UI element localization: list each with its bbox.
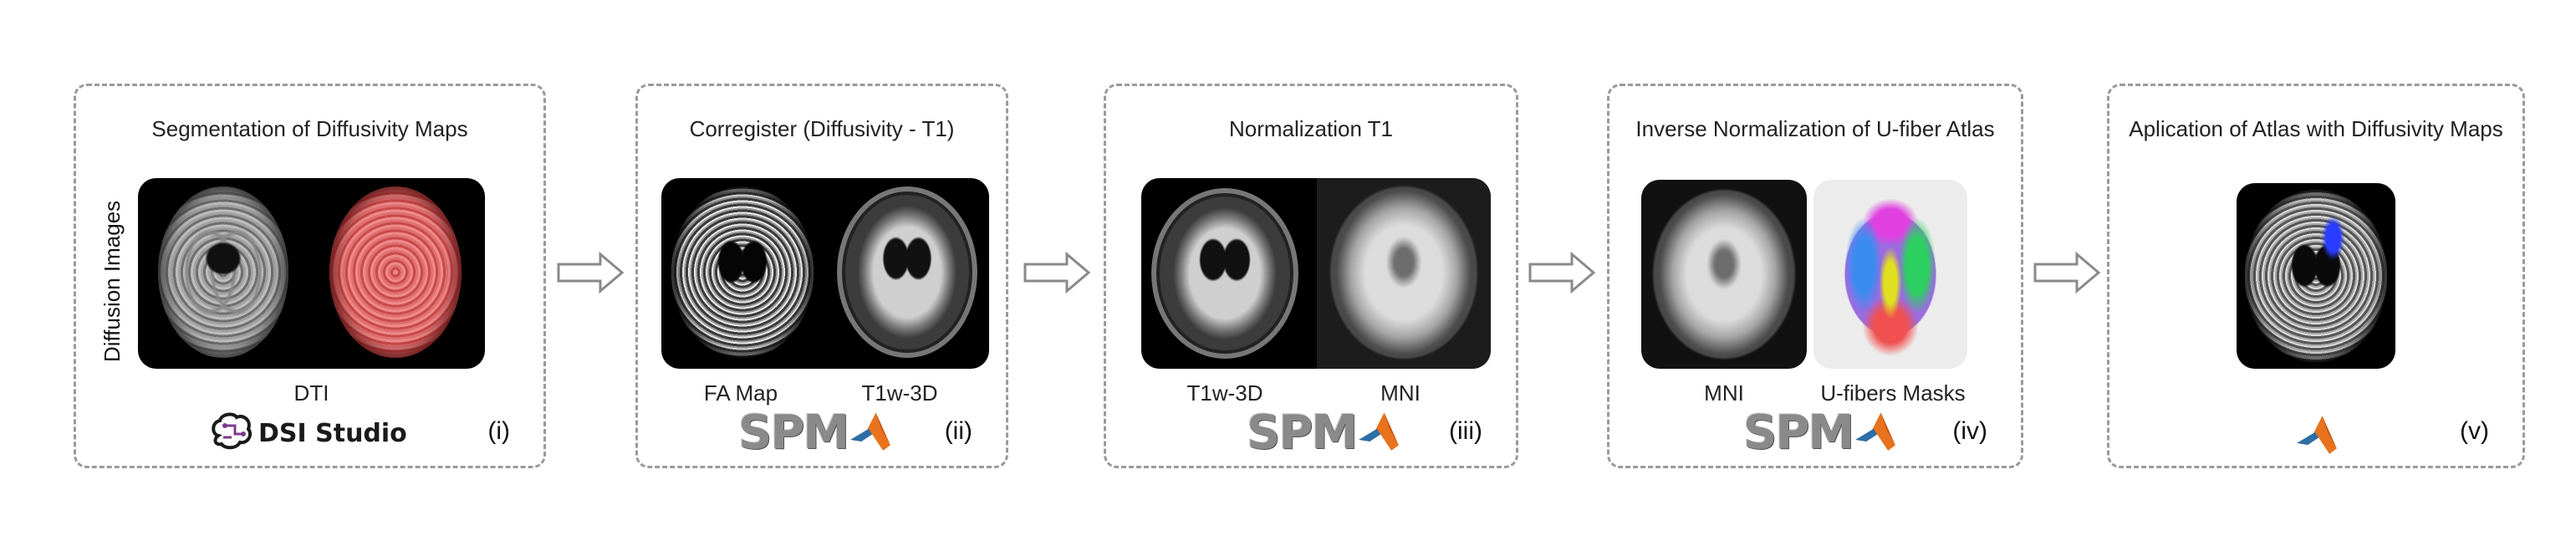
dti-image-pair (138, 178, 485, 369)
matlab-peak-icon (1359, 412, 1399, 451)
caption-t1w: T1w-3D (861, 380, 938, 406)
mni-template-brain-image (1653, 190, 1795, 359)
coregister-image-pair (661, 178, 989, 369)
t1w-brain-image (1151, 188, 1298, 359)
step-number: (iv) (1952, 417, 1987, 445)
mni-template-brain-image (1330, 186, 1477, 359)
step-panel-atlas-application: Aplication of Atlas with Diffusivity Map… (2107, 84, 2525, 468)
brain-chip-icon (212, 412, 252, 450)
dsi-studio-logo: DSI Studio (210, 412, 411, 454)
u-fiber-atlas-image (1813, 180, 1967, 369)
step-number: (iii) (1449, 417, 1482, 445)
step-number: (ii) (944, 417, 972, 445)
caption-mni: MNI (1380, 380, 1421, 406)
normalization-image-pair (1141, 178, 1491, 369)
step-panel-segmentation: Segmentation of Diffusivity Maps Diffusi… (74, 84, 546, 468)
caption-t1w: T1w-3D (1186, 380, 1263, 406)
step-panel-normalization: Normalization T1 T1w-3D MNI SPM (iii) (1104, 84, 1518, 468)
panel-title: Normalization T1 (1228, 116, 1394, 141)
step-number: (v) (2460, 417, 2489, 445)
flow-arrow-icon (557, 251, 625, 294)
caption-dti: DTI (293, 380, 329, 406)
step-number: (i) (487, 417, 510, 445)
dsi-studio-logo-text: DSI Studio (258, 419, 407, 448)
panel-title: Segmentation of Diffusivity Maps (151, 116, 468, 141)
panel-title: Corregister (Diffusivity - T1) (689, 116, 955, 141)
fa-map-brain-image (671, 186, 814, 358)
caption-fa-map: FA Map (703, 380, 778, 406)
atlas-overlay-image (2237, 183, 2395, 369)
matlab-peak-icon (2297, 416, 2337, 454)
dti-segmented-brain-image (329, 186, 462, 358)
matlab-peak-icon (1855, 412, 1895, 451)
flow-arrow-icon (1528, 251, 1596, 294)
t1w-brain-image (837, 186, 977, 358)
dti-gray-brain-image (158, 186, 288, 358)
panel-title: Inverse Normalization of U-fiber Atlas (1635, 116, 1995, 141)
panel-title: Aplication of Atlas with Diffusivity Map… (2129, 116, 2503, 141)
flow-arrow-icon (2033, 251, 2101, 294)
spm-logo-text: SPM (1247, 406, 1358, 460)
matlab-peak-icon (850, 412, 890, 451)
spm-logo-text: SPM (738, 406, 849, 460)
u-fiber-masks-image (1824, 188, 1957, 360)
atlas-overlay-brain-image (2245, 190, 2387, 362)
step-panel-inverse-normalization: Inverse Normalization of U-fiber Atlas M… (1607, 84, 2023, 468)
caption-u-fibers-masks: U-fibers Masks (1820, 380, 1966, 406)
side-label: Diffusion Images (99, 200, 125, 362)
mni-image (1641, 180, 1807, 369)
caption-mni: MNI (1704, 380, 1744, 406)
step-panel-coregister: Corregister (Diffusivity - T1) FA Map T1… (635, 84, 1008, 468)
flow-arrow-icon (1023, 251, 1091, 294)
spm-logo-text: SPM (1743, 406, 1854, 460)
